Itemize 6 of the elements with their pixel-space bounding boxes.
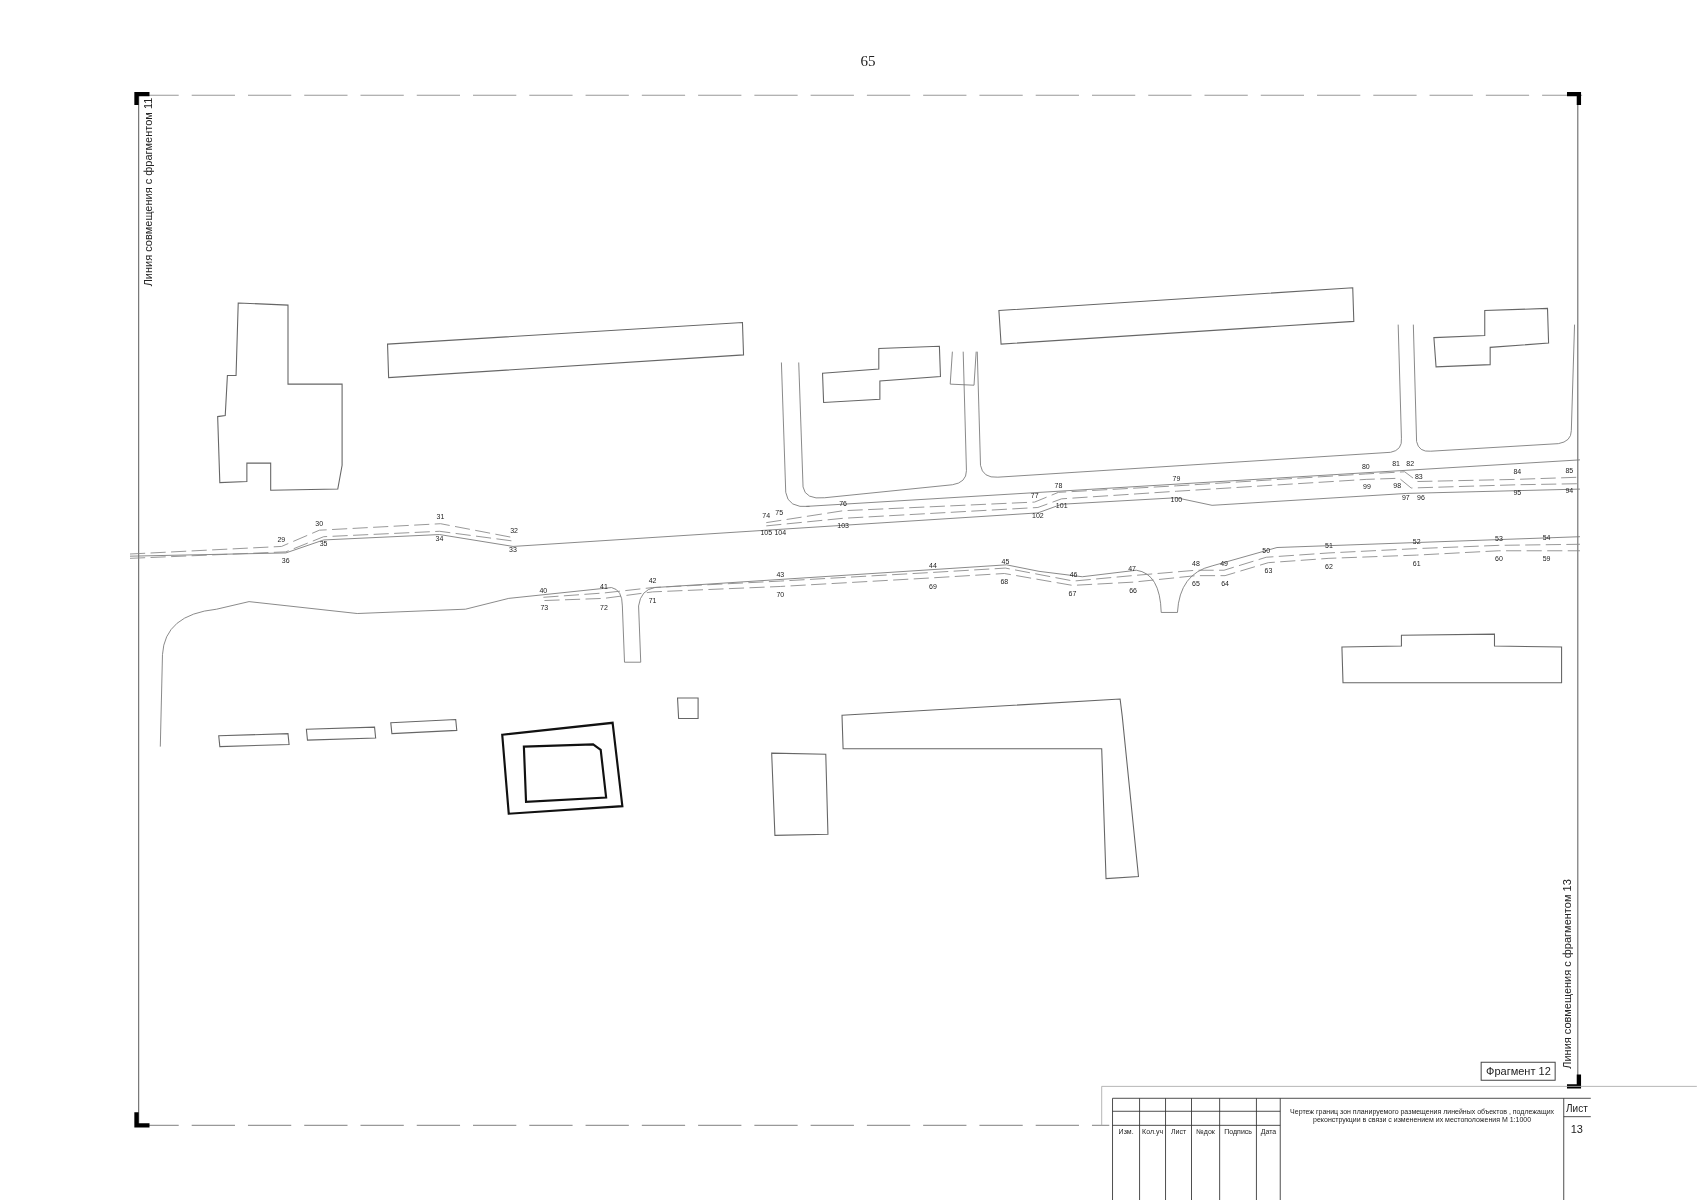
sheet-number: 13 — [1570, 1121, 1583, 1137]
sheet-header: Лист — [1566, 1101, 1588, 1116]
match-line-label: Линия совмещения с фрагментом 11 — [141, 97, 155, 286]
page-number: 65 — [860, 51, 876, 71]
match-line-label: Линия совмещения с фрагментом 13 — [1559, 879, 1574, 1069]
fragment-label: Фрагмент 12 — [1481, 1062, 1556, 1081]
